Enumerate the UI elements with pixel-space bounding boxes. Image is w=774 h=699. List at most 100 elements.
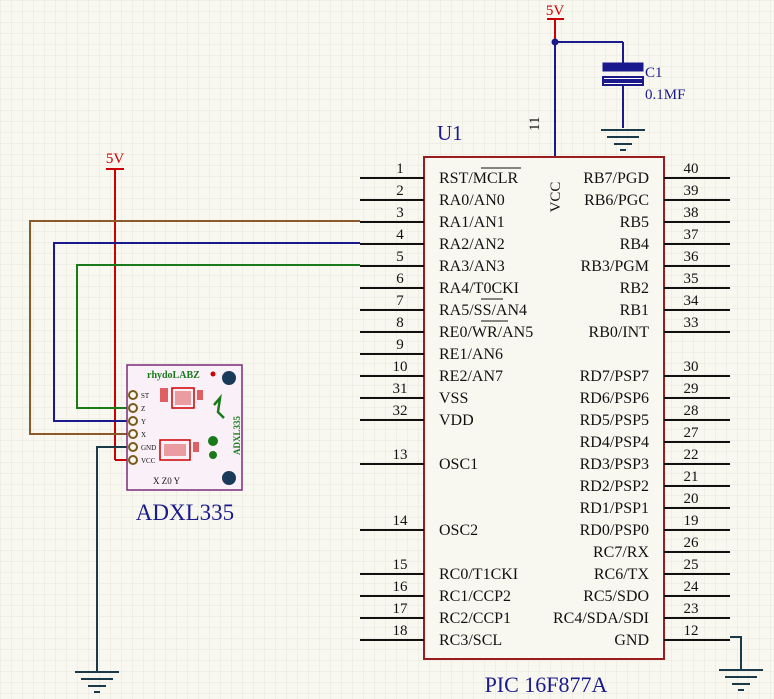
module-pin: GND <box>128 442 156 452</box>
pin-label: VSS <box>439 390 468 407</box>
pin-number: 28 <box>684 403 699 419</box>
module-pin: X <box>128 429 146 439</box>
module-pin-label: Y <box>141 418 146 426</box>
ic-designator: U1 <box>437 121 463 145</box>
module-pin: Z <box>128 403 145 413</box>
pin-number: 31 <box>393 381 408 397</box>
module-brand: rhydoLABZ <box>147 370 200 381</box>
pin-label: RA4/T0CKI <box>439 280 519 297</box>
pin-label: RE1/AN6 <box>439 346 503 363</box>
pin-number: 25 <box>684 557 699 573</box>
pin-label: RC5/SDO <box>583 588 649 605</box>
pin-number: 38 <box>684 205 699 221</box>
pin-label: RC3/SCL <box>439 632 502 649</box>
capacitor-designator: C1 <box>645 65 663 81</box>
pin-label: RD7/PSP7 <box>580 368 649 385</box>
pin-number: 37 <box>684 227 700 243</box>
pin-number: 8 <box>396 315 404 331</box>
pin-label: GND <box>614 632 649 649</box>
pin-label: RB7/PGD <box>583 170 649 187</box>
wire-ic-ground <box>730 636 742 669</box>
pin-number: 26 <box>684 535 700 551</box>
pin-label: RD1/PSP1 <box>580 500 649 517</box>
pin-label: RB3/PGM <box>581 258 649 275</box>
pin-label: RB1 <box>620 302 649 319</box>
pin-label: RA2/AN2 <box>439 236 505 253</box>
pin-label: RA1/AN1 <box>439 214 505 231</box>
vcc-pin-number: 11 <box>527 117 543 131</box>
pin-number: 4 <box>396 227 404 243</box>
pin-label: RC6/TX <box>594 566 650 583</box>
pin-number: 5 <box>396 249 404 265</box>
pin-number: 24 <box>684 579 700 595</box>
pin-label: RB6/PGC <box>584 192 649 209</box>
pin-number: 23 <box>684 601 699 617</box>
pin-number: 2 <box>396 183 404 199</box>
pin-label: OSC2 <box>439 522 478 539</box>
pin-number: 30 <box>684 359 699 375</box>
ic-part-name: PIC 16F877A <box>485 672 608 697</box>
pin-label: RC7/RX <box>593 544 649 561</box>
pin-label: RA5/SS/AN4 <box>439 302 527 319</box>
pin-label: RA0/AN0 <box>439 192 505 209</box>
pin-label: RE0/WR/AN5 <box>439 324 533 341</box>
pin-label: RD4/PSP4 <box>580 434 649 451</box>
pin-number: 22 <box>684 447 699 463</box>
pin-number: 14 <box>393 513 409 529</box>
pin-label: RD3/PSP3 <box>580 456 649 473</box>
pin-number: 7 <box>396 293 404 309</box>
pin-number: 18 <box>393 623 408 639</box>
ic-left-pins: 1RST/MCLR2RA0/AN03RA1/AN14RA2/AN25RA3/AN… <box>360 161 533 649</box>
vcc-internal-label: VCC <box>548 182 564 213</box>
pin-number: 3 <box>396 205 404 221</box>
ground-symbol-capacitor <box>601 129 645 151</box>
pin-number: 6 <box>396 271 404 287</box>
mounting-hole <box>222 471 236 485</box>
module-pin: ST <box>128 390 150 400</box>
wire-sensor-ground <box>96 446 132 671</box>
module-pin-label: GND <box>141 444 156 452</box>
wire-x-axis <box>29 220 360 435</box>
pin-number: 40 <box>684 161 699 177</box>
pin-label: RB2 <box>620 280 649 297</box>
pin-number: 39 <box>684 183 699 199</box>
pin-label: RB0/INT <box>589 324 650 341</box>
pin-label: RC4/SDA/SDI <box>553 610 649 627</box>
pin-number: 13 <box>393 447 408 463</box>
pin-label: RB5 <box>620 214 649 231</box>
pin-number: 33 <box>684 315 699 331</box>
pin-number: 34 <box>684 293 700 309</box>
ground-symbol-ic <box>719 669 763 691</box>
pin-number: 9 <box>396 337 404 353</box>
wire-z-axis <box>76 264 360 409</box>
module-side-label: ADXL335 <box>232 415 242 455</box>
pin-number: 27 <box>684 425 700 441</box>
ground-symbol-sensor <box>75 671 119 693</box>
pin-number: 32 <box>393 403 408 419</box>
pin-label: OSC1 <box>439 456 478 473</box>
